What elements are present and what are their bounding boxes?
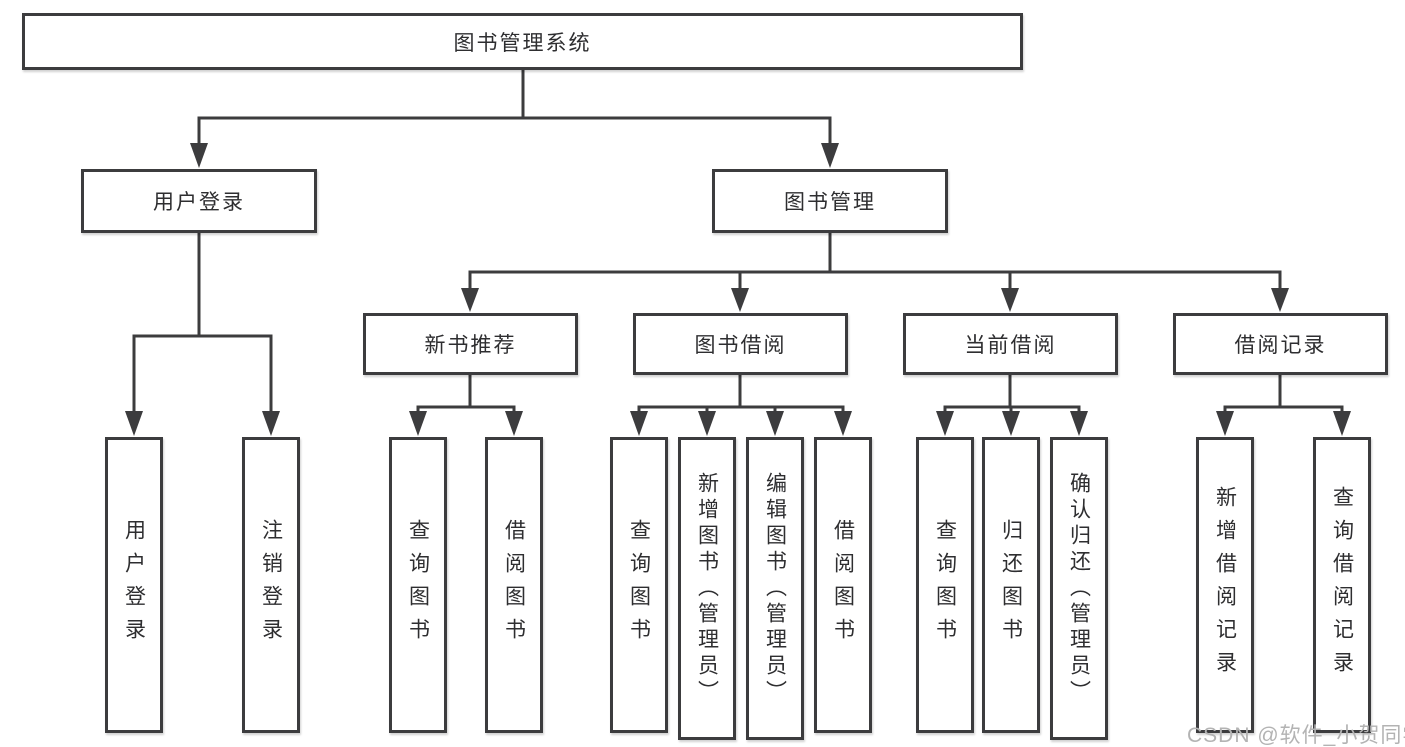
node-new-book-recommend: 新书推荐 (363, 313, 578, 375)
connector-strokes (132, 70, 1344, 412)
leaf-query-borrow-record: 查询借阅记录 (1313, 437, 1371, 733)
leaf-query-borrow-record-label: 查询借阅记录 (1330, 486, 1354, 684)
leaf-user-login: 用户登录 (105, 437, 163, 733)
watermark: CSDN @软件_小贺同学 (1187, 724, 1405, 747)
node-book-management: 图书管理 (712, 169, 948, 233)
leaf-query-books-3-label: 查询图书 (933, 519, 957, 651)
leaf-borrow-books-1-label: 借阅图书 (502, 519, 526, 651)
leaf-borrow-books-2: 借阅图书 (814, 437, 872, 733)
node-book-borrow: 图书借阅 (633, 313, 848, 375)
leaf-query-books-1-label: 查询图书 (406, 519, 430, 651)
leaf-add-borrow-record: 新增借阅记录 (1196, 437, 1254, 733)
leaf-user-login-label: 用户登录 (122, 519, 146, 651)
leaf-confirm-return-admin: 确认归还（管理员） (1050, 437, 1108, 740)
leaf-add-book-admin: 新增图书（管理员） (678, 437, 736, 740)
connector-arrowheads (125, 143, 1351, 436)
node-book-borrow-label: 图书借阅 (694, 334, 787, 357)
leaf-edit-book-admin: 编辑图书（管理员） (746, 437, 804, 740)
leaf-query-books-2-label: 查询图书 (627, 519, 651, 651)
node-current-borrow-label: 当前借阅 (964, 334, 1057, 357)
leaf-borrow-books-1: 借阅图书 (485, 437, 543, 733)
leaf-add-borrow-record-label: 新增借阅记录 (1213, 486, 1237, 684)
node-user-login: 用户登录 (81, 169, 317, 233)
node-root: 图书管理系统 (22, 13, 1023, 70)
node-borrow-records: 借阅记录 (1173, 313, 1388, 375)
node-new-book-recommend-label: 新书推荐 (424, 334, 517, 357)
leaf-query-books-1: 查询图书 (389, 437, 447, 733)
leaf-confirm-return-admin-label: 确认归还（管理员） (1067, 471, 1091, 706)
leaf-logout: 注销登录 (242, 437, 300, 733)
leaf-return-book: 归还图书 (982, 437, 1040, 733)
node-book-management-label: 图书管理 (784, 191, 876, 214)
leaf-logout-label: 注销登录 (259, 519, 283, 651)
leaf-add-book-admin-label: 新增图书（管理员） (695, 471, 719, 706)
leaf-query-books-2: 查询图书 (610, 437, 668, 733)
leaf-borrow-books-2-label: 借阅图书 (831, 519, 855, 651)
node-current-borrow: 当前借阅 (903, 313, 1118, 375)
leaf-query-books-3: 查询图书 (916, 437, 974, 733)
leaf-edit-book-admin-label: 编辑图书（管理员） (763, 471, 787, 706)
node-root-label: 图书管理系统 (453, 31, 592, 55)
node-user-login-label: 用户登录 (153, 191, 245, 214)
leaf-return-book-label: 归还图书 (999, 519, 1023, 651)
node-borrow-records-label: 借阅记录 (1234, 334, 1327, 357)
